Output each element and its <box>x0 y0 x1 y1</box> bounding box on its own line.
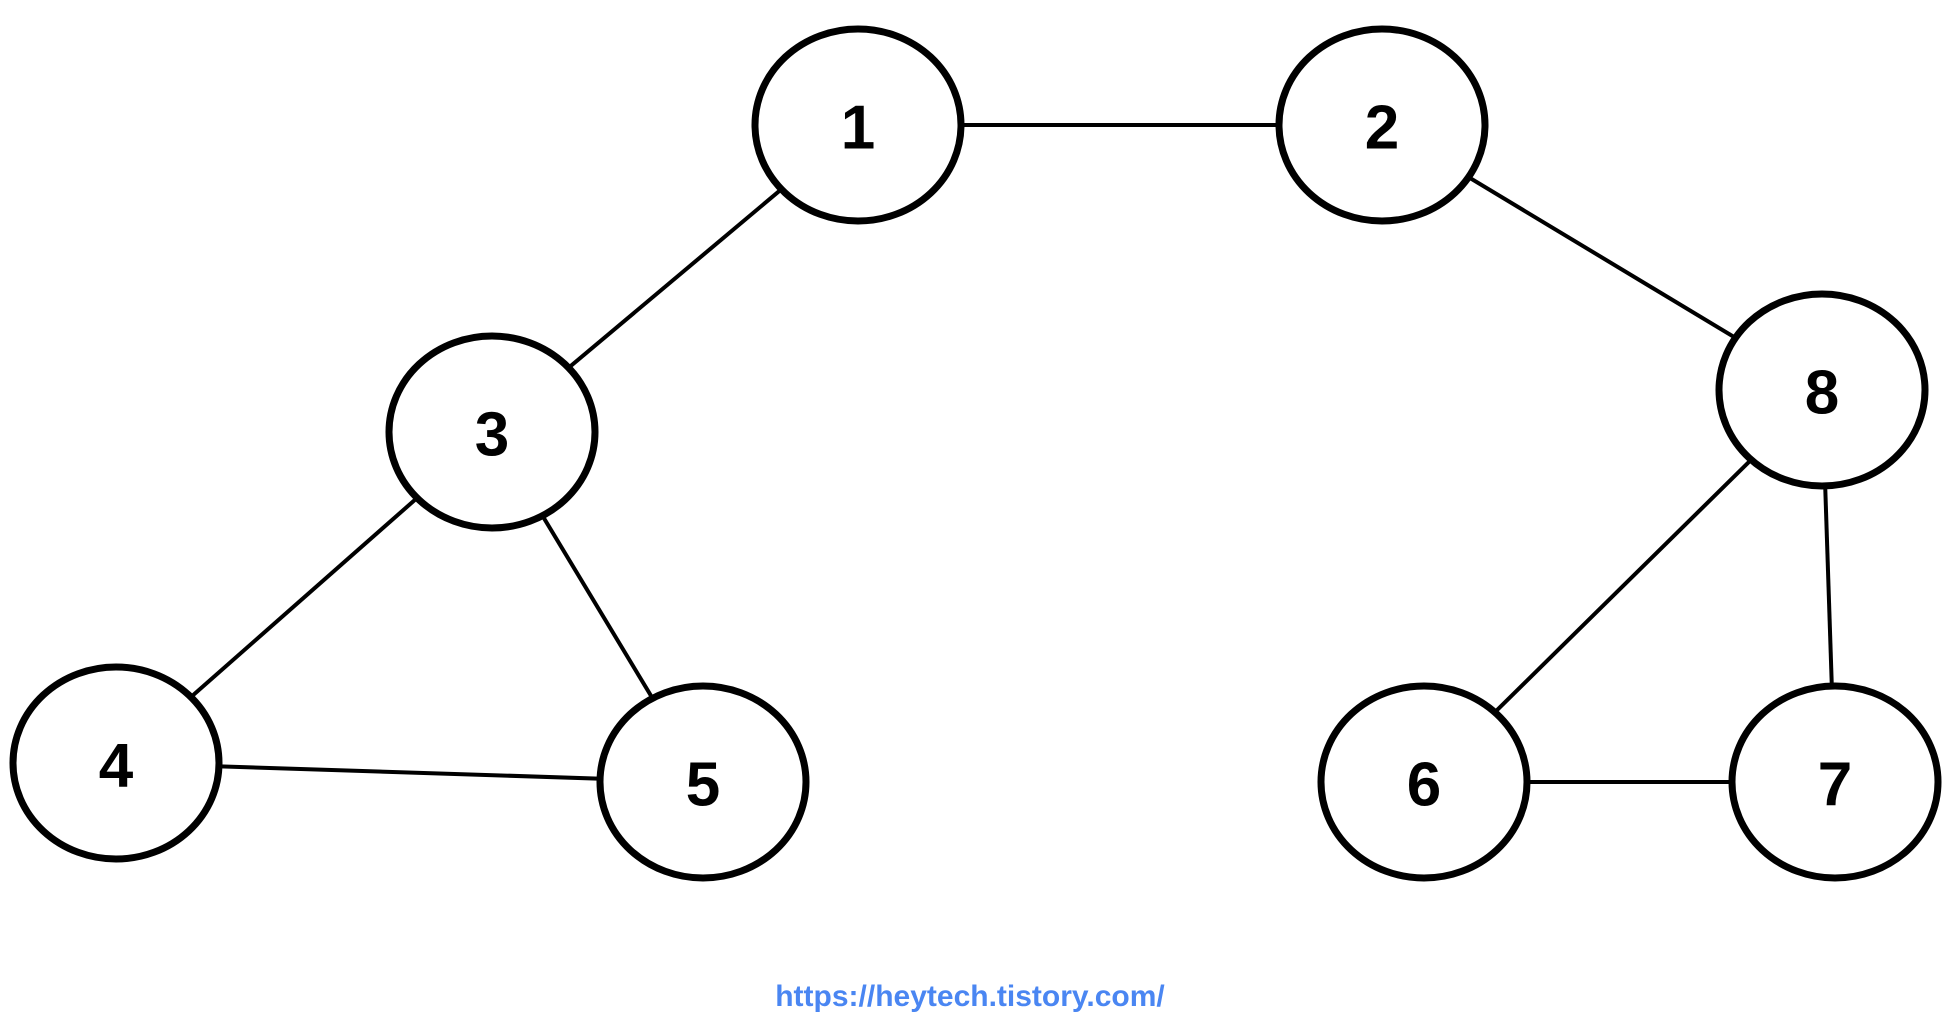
node-label-4: 4 <box>99 732 134 801</box>
node-circle-6 <box>1317 682 1531 882</box>
node-circle-3 <box>385 332 599 532</box>
node-label-5: 5 <box>686 751 720 820</box>
node-circle-5 <box>596 682 810 882</box>
node-1: 1 <box>751 25 965 225</box>
node-6: 6 <box>1317 682 1531 882</box>
node-label-3: 3 <box>475 401 509 470</box>
node-4: 4 <box>9 663 223 863</box>
node-layer: 1 2 3 4 5 6 7 8 <box>9 25 1942 882</box>
node-label-8: 8 <box>1805 359 1839 428</box>
node-circle-7 <box>1728 682 1942 882</box>
node-label-1: 1 <box>841 94 875 163</box>
node-circle-4 <box>9 663 223 863</box>
node-8: 8 <box>1715 290 1929 490</box>
node-circle-8 <box>1715 290 1929 490</box>
node-label-2: 2 <box>1365 94 1399 163</box>
node-circle-2 <box>1275 25 1489 225</box>
node-5: 5 <box>596 682 810 882</box>
node-2: 2 <box>1275 25 1489 225</box>
watermark-url: https://heytech.tistory.com/ <box>775 980 1165 1013</box>
node-3: 3 <box>385 332 599 532</box>
node-circle-1 <box>751 25 965 225</box>
node-7: 7 <box>1728 682 1942 882</box>
edge-layer <box>114 123 1837 784</box>
node-label-7: 7 <box>1818 751 1852 820</box>
node-label-6: 6 <box>1407 751 1441 820</box>
